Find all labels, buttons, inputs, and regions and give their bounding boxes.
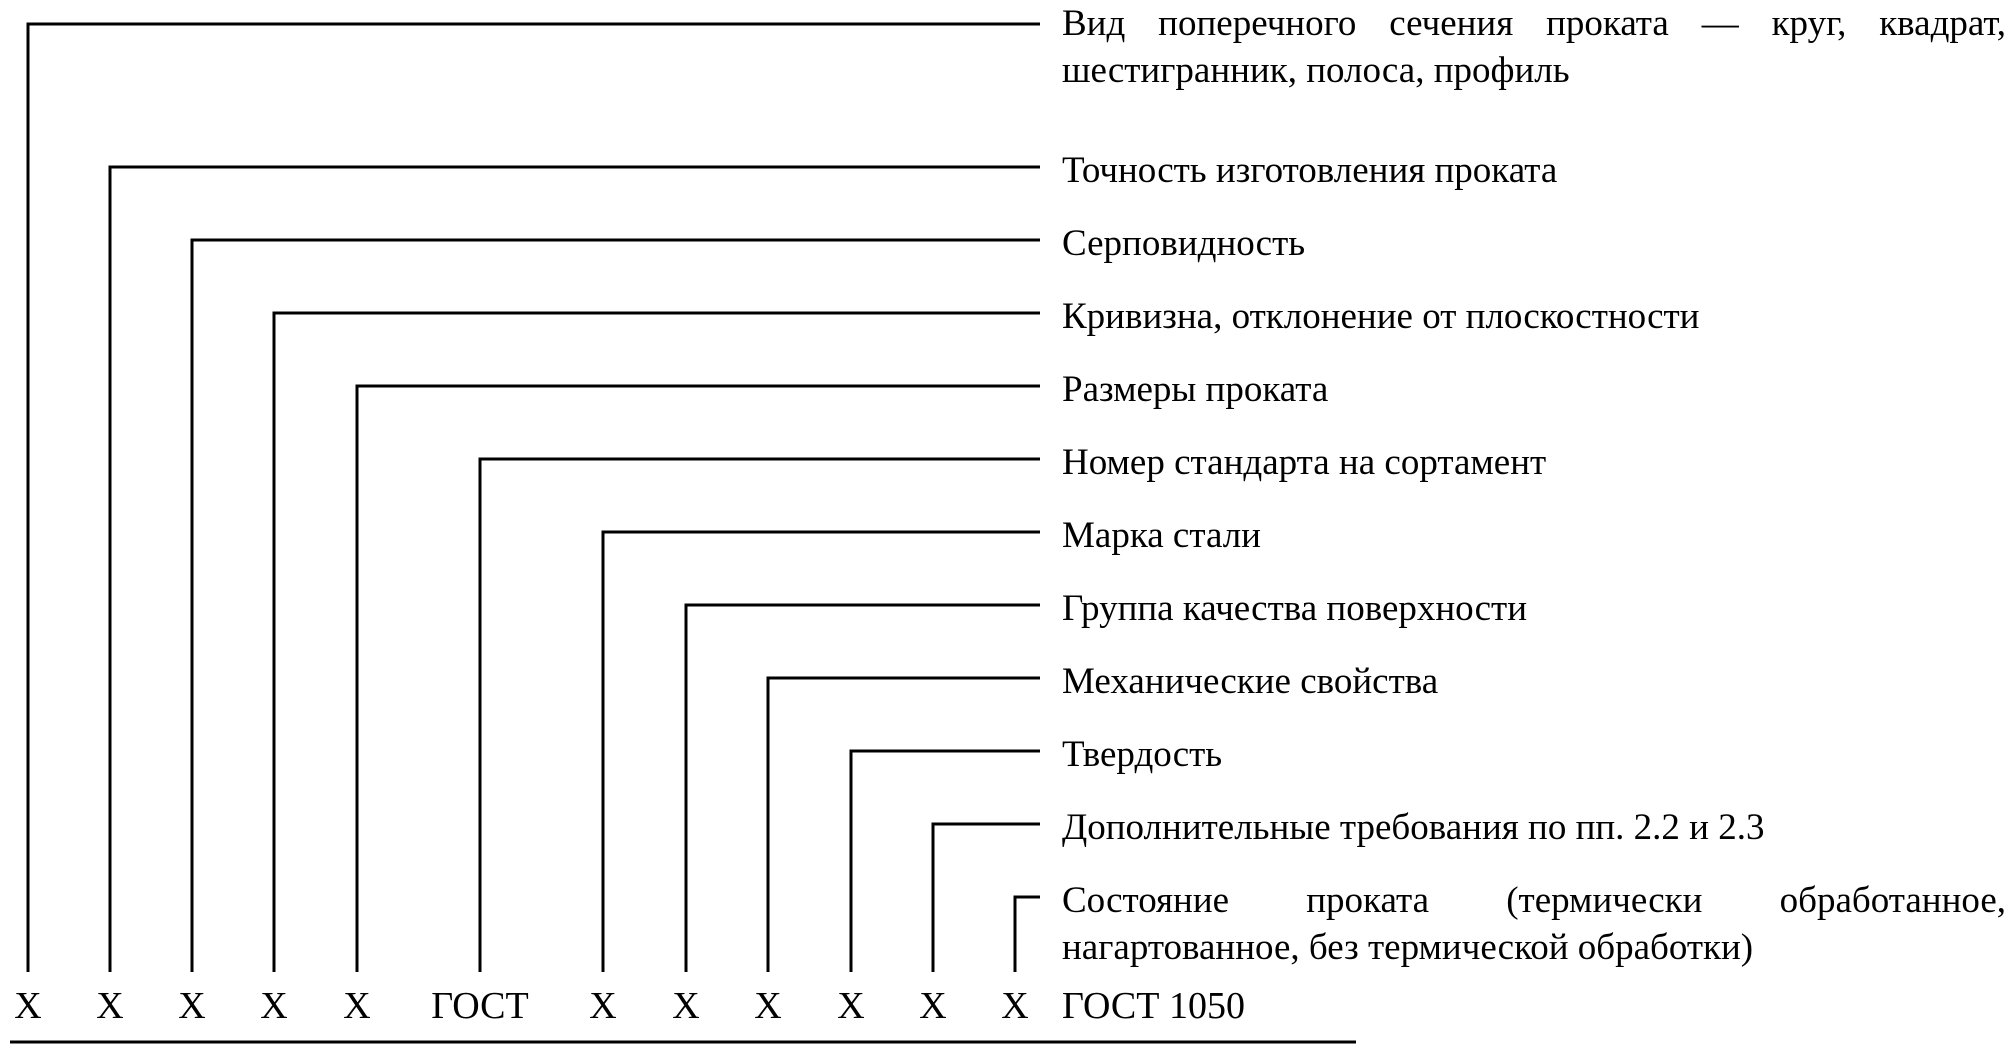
code-symbol: Х [589, 985, 617, 1027]
code-symbol: Х [754, 985, 782, 1027]
code-symbol: Х [14, 985, 42, 1027]
code-gost-placeholder: ГОСТ [431, 985, 529, 1027]
code-symbol: Х [96, 985, 124, 1027]
label-delivery-condition: Состояние проката (термически обработанн… [1062, 880, 2006, 968]
code-symbol: Х [178, 985, 206, 1027]
label-mechanical-properties: Механические свойства [1062, 661, 1439, 702]
leader-dimensions [355, 384, 1040, 972]
code-symbol: Х [260, 985, 288, 1027]
code-symbol: Х [919, 985, 947, 1027]
code-standard: ГОСТ 1050 [1062, 985, 1245, 1027]
leader-hardness [849, 749, 1040, 972]
code-symbol: Х [672, 985, 700, 1027]
label-cross-section: Вид поперечного сечения проката — круг, … [1062, 3, 2006, 91]
label-surface-quality-group: Группа качества поверхности [1062, 588, 1527, 629]
leader-additional-requirements [931, 822, 1040, 972]
leader-camber [190, 238, 1040, 972]
leader-delivery-condition [1013, 895, 1040, 972]
leader-curvature [272, 311, 1040, 972]
leader-surface-quality-group [684, 603, 1040, 972]
label-assortment-standard: Номер стандарта на сортамент [1062, 442, 1547, 483]
leader-lines [26, 22, 1040, 972]
label-camber: Серповидность [1062, 223, 1306, 264]
label-additional-requirements: Дополнительные требования по пп. 2.2 и 2… [1062, 807, 1765, 848]
label-curvature: Кривизна, отклонение от плоскостности [1062, 296, 1700, 337]
leader-assortment-standard [478, 457, 1040, 972]
leader-manufacturing-accuracy [108, 165, 1040, 972]
code-symbol: Х [837, 985, 865, 1027]
leader-mechanical-properties [766, 676, 1040, 972]
leader-cross-section [26, 22, 1040, 972]
label-dimensions: Размеры проката [1062, 369, 1329, 410]
code-symbol: Х [343, 985, 371, 1027]
code-symbol: Х [1001, 985, 1029, 1027]
label-steel-grade: Марка стали [1062, 515, 1261, 556]
leader-steel-grade [601, 530, 1040, 972]
label-manufacturing-accuracy: Точность изготовления проката [1062, 150, 1558, 191]
label-hardness: Твердость [1062, 734, 1223, 775]
